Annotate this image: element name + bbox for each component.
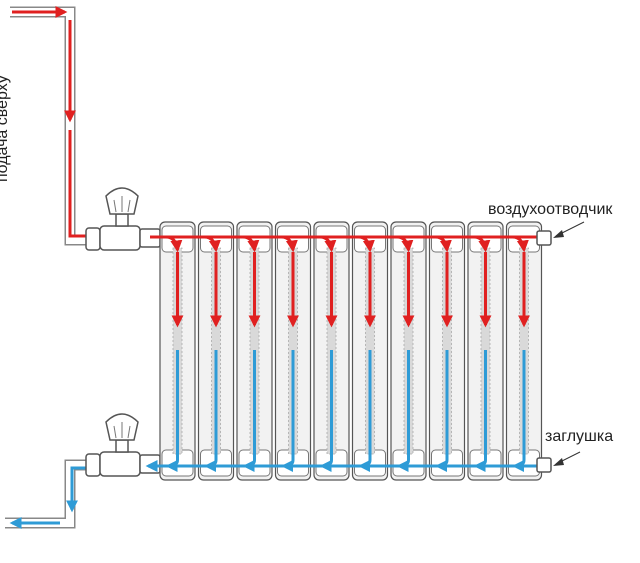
supply-pipe (10, 6, 112, 246)
hot-branch-arrow (319, 235, 337, 253)
radiator-section (159, 221, 196, 481)
radiator-sections (159, 221, 543, 481)
hot-branch-arrow (204, 235, 221, 253)
radiator-section (390, 221, 427, 481)
radiator-headers (145, 235, 538, 472)
hot-branch-arrow (242, 235, 260, 253)
radiator-section (274, 221, 312, 481)
hot-branch-arrow (435, 235, 452, 253)
air-vent-label: воздухоотводчик (488, 201, 613, 218)
hot-branch-arrow (396, 235, 414, 253)
air-vent (536, 221, 585, 246)
hot-branch-arrow (512, 235, 529, 253)
radiator-section (351, 221, 389, 481)
radiator-section (197, 221, 235, 481)
hot-branch-arrow (358, 235, 375, 253)
end-plug (536, 451, 581, 473)
hot-branch-arrow (281, 235, 298, 253)
radiator-section (467, 221, 504, 481)
radiator-section (505, 221, 543, 481)
hot-branch-arrow (473, 235, 491, 253)
radiator-section (236, 221, 273, 481)
feed-label: подача сверху (0, 75, 11, 182)
radiator-section (313, 221, 350, 481)
hot-branch-arrow (165, 235, 183, 253)
supply-valve (85, 187, 161, 251)
radiator-section (428, 221, 466, 481)
plug-label: заглушка (545, 428, 614, 445)
